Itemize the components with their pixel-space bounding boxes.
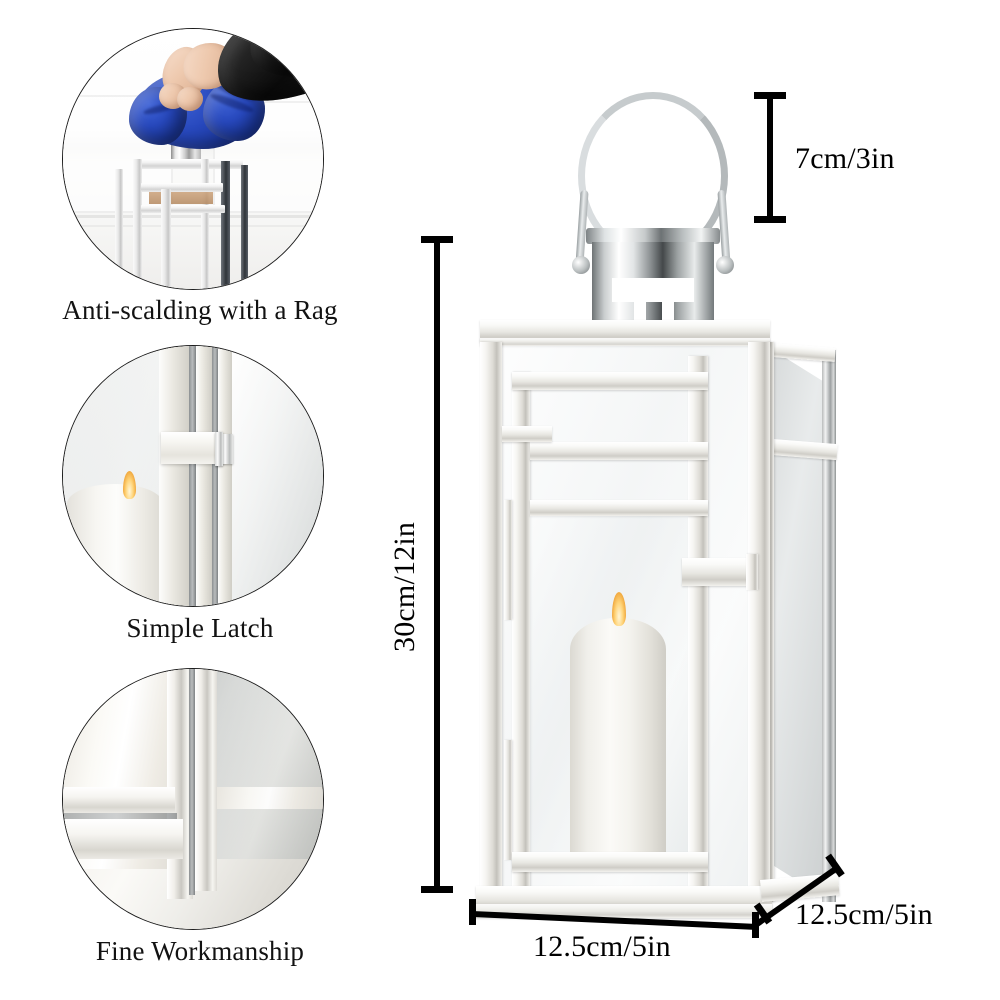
dimension-cap-right	[752, 912, 759, 938]
wall-trim-line	[63, 215, 323, 218]
dimension-label-depth: 12.5cm/5in	[795, 898, 933, 931]
side-glass	[217, 669, 323, 859]
product-lantern	[460, 80, 860, 920]
dimension-label-handle-height: 7cm/3in	[795, 142, 895, 175]
dimension-cap-left	[469, 899, 476, 925]
lantern-top-rail	[133, 159, 243, 169]
lantern-door-hinge-strip	[504, 740, 512, 860]
candle	[67, 484, 163, 606]
lantern-mid-rail	[141, 183, 223, 192]
latch-tab-end	[215, 432, 223, 466]
frame-post	[196, 346, 212, 606]
lantern-rear-corner-post	[822, 350, 836, 902]
handle-pivot-left	[572, 256, 590, 274]
feature-simple-latch: Simple Latch	[0, 345, 400, 665]
lantern-corner-post	[201, 159, 209, 289]
handle-pivot-right	[716, 256, 734, 274]
dimension-line-vertical	[767, 96, 773, 222]
lantern-lower-rail	[141, 205, 225, 213]
handle-arm-right	[717, 189, 731, 267]
lantern-inner-glow	[149, 192, 213, 204]
post-edge	[189, 346, 196, 606]
side-rail	[217, 787, 323, 809]
door-stile	[159, 346, 191, 606]
post-edge	[212, 346, 218, 606]
handle-bail	[578, 92, 728, 260]
lantern-front-left-post	[480, 342, 502, 908]
chimney-collar	[586, 228, 720, 244]
lantern-latch-plate	[682, 558, 750, 586]
latch-tab	[221, 434, 233, 464]
latch-plate	[161, 432, 223, 464]
dimension-cap-bottom	[754, 216, 786, 223]
feature-caption-fine-workmanship: Fine Workmanship	[95, 936, 305, 966]
lantern-front-right-post	[748, 342, 770, 908]
feature-caption-anti-scalding: Anti-scalding with a Rag	[62, 295, 338, 325]
lantern-upper-crossbar	[530, 442, 708, 460]
corner-post	[167, 669, 193, 899]
frame-post	[218, 346, 232, 606]
base-rail-front	[63, 787, 175, 813]
feature-caption-simple-latch: Simple Latch	[126, 613, 274, 643]
lantern-top-cap	[480, 320, 770, 342]
lantern-inner-frame-top	[512, 372, 708, 390]
dimension-label-width: 12.5cm/5in	[533, 930, 671, 963]
lantern-inner-frame-right	[688, 356, 708, 904]
dimension-cap-top	[754, 92, 786, 99]
post-edge	[189, 669, 195, 895]
dimension-line-vertical	[434, 240, 440, 892]
feature-image-fine-workmanship	[62, 668, 324, 930]
dimension-cap-top	[421, 236, 453, 243]
dimension-label-body-height: 30cm/12in	[388, 521, 421, 652]
lantern-rear-post	[241, 165, 248, 289]
chimney-vent-cutout	[612, 278, 694, 302]
corner-post-inner	[195, 669, 217, 891]
lantern-door-edge	[115, 169, 123, 289]
lantern-latch-tab	[746, 554, 758, 590]
lantern-inner-base-rail	[512, 852, 708, 872]
base-shadow-line	[63, 813, 177, 819]
lantern-corner-post	[133, 159, 142, 289]
candle	[570, 618, 666, 858]
feature-fine-workmanship: Fine Workmanship	[0, 668, 400, 988]
lantern-top-tie-rail	[502, 426, 552, 442]
lantern-top-cap-edge	[480, 338, 770, 346]
lantern-door-hinge	[161, 189, 171, 289]
feature-image-anti-scalding	[62, 28, 324, 290]
lantern-inner-frame-left	[512, 372, 530, 904]
lantern-upper-crossbar-lower	[530, 500, 708, 516]
glass-pane	[231, 346, 323, 606]
hand-knuckle	[177, 87, 203, 111]
base-rail-lower	[63, 819, 183, 859]
dimension-cap-bottom	[421, 886, 453, 893]
lantern-door-hinge-strip	[504, 500, 512, 620]
lantern-rear-post	[221, 161, 230, 289]
feature-anti-scalding: Anti-scalding with a Rag	[0, 0, 400, 330]
feature-image-simple-latch	[62, 345, 324, 607]
candle-flame	[612, 592, 626, 626]
wall-trim-line	[63, 225, 323, 227]
candle-flame	[123, 471, 136, 499]
